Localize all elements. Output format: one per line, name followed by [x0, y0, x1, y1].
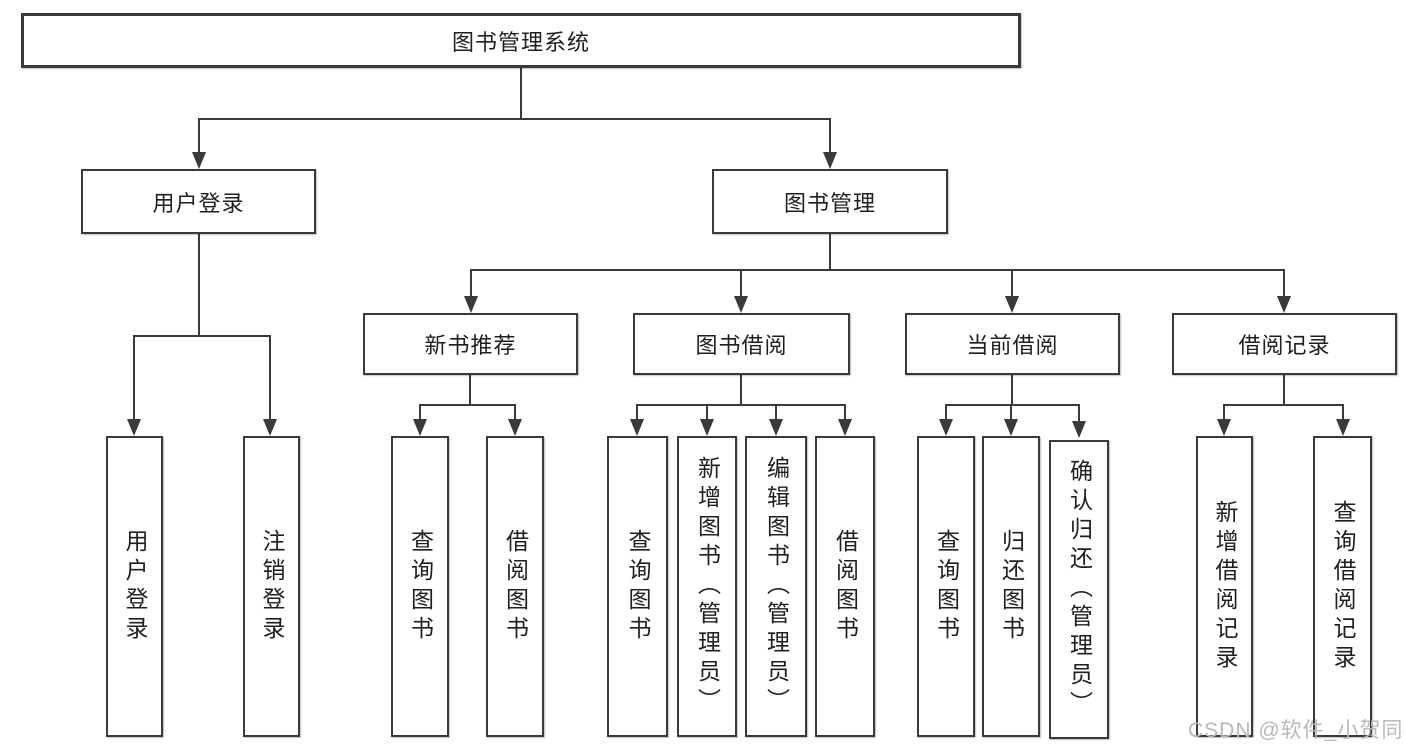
arrowhead-c3 — [1072, 421, 1086, 438]
leaf-return-books-label: 归还图书 — [998, 528, 1025, 645]
connector-book-borrowing-rail — [636, 404, 846, 406]
arrowhead-c2 — [1004, 419, 1018, 436]
connector-level2-rail — [198, 118, 831, 120]
node-root-library-management-system: 图书管理系统 — [21, 13, 1021, 68]
leaf-query-books-recommend-label: 查询图书 — [407, 528, 434, 645]
connector-drop-user-login — [198, 118, 200, 154]
arrowhead-borrowing-records — [1277, 296, 1291, 313]
arrowhead-new-book — [464, 296, 478, 313]
connector-drop-d1 — [1223, 404, 1225, 421]
leaf-borrow-books-recommend: 借阅图书 — [486, 436, 544, 737]
leaf-borrow-books-borrowing-label: 借阅图书 — [832, 528, 859, 645]
node-new-book-recommendation: 新书推荐 — [363, 313, 578, 375]
arrowhead-user-login — [192, 152, 206, 169]
node-book-borrowing: 图书借阅 — [633, 313, 850, 375]
arrowhead-a2 — [508, 419, 522, 436]
arrowhead-leaf-user-login — [127, 419, 141, 436]
leaf-user-login: 用户登录 — [106, 436, 163, 737]
connector-drop-book-borrowing — [740, 269, 742, 299]
connector-drop-c1 — [945, 404, 947, 421]
connector-current-borrowing-stem — [1011, 375, 1013, 406]
arrowhead-current-borrowing — [1005, 296, 1019, 313]
node-user-login: 用户登录 — [81, 169, 316, 234]
arrowhead-c1 — [939, 419, 953, 436]
leaf-query-borrow-record: 查询借阅记录 — [1313, 436, 1372, 737]
connector-new-book-stem — [469, 375, 471, 406]
node-current-borrowing: 当前借阅 — [905, 313, 1120, 375]
connector-drop-b2 — [706, 404, 708, 421]
connector-drop-leaf-user-login — [133, 335, 135, 421]
connector-drop-borrowing-records — [1283, 269, 1285, 299]
leaf-query-borrow-record-label: 查询借阅记录 — [1330, 499, 1356, 674]
leaf-add-borrow-record-label: 新增借阅记录 — [1212, 499, 1238, 674]
arrowhead-b4 — [838, 419, 852, 436]
leaf-user-login-label: 用户登录 — [122, 528, 148, 645]
leaf-logout: 注销登录 — [243, 436, 300, 737]
arrowhead-book-management — [823, 152, 837, 169]
node-book-management: 图书管理 — [712, 169, 948, 234]
connector-drop-c2 — [1010, 404, 1012, 421]
arrowhead-d2 — [1336, 419, 1350, 436]
arrowhead-b3 — [769, 419, 783, 436]
connector-user-login-stem — [198, 234, 200, 337]
arrowhead-b2 — [700, 419, 714, 436]
leaf-add-borrow-record: 新增借阅记录 — [1196, 436, 1253, 737]
leaf-query-books-recommend: 查询图书 — [391, 436, 449, 737]
connector-new-book-rail — [419, 404, 516, 406]
leaf-query-books-borrowing-label: 查询图书 — [625, 528, 651, 645]
connector-book-management-stem — [829, 234, 831, 271]
leaf-add-books-admin-label: 新增图书（管理员） — [694, 456, 721, 717]
connector-drop-b4 — [844, 404, 846, 421]
leaf-logout-label: 注销登录 — [259, 528, 285, 645]
arrowhead-a1 — [413, 419, 427, 436]
connector-book-borrowing-stem — [740, 375, 742, 406]
leaf-edit-books-admin-label: 编辑图书（管理员） — [763, 456, 790, 717]
connector-borrowing-records-stem — [1283, 375, 1285, 406]
leaf-confirm-return-admin-label: 确认归还（管理员） — [1066, 459, 1093, 720]
arrowhead-book-borrowing — [734, 296, 748, 313]
leaf-add-books-admin: 新增图书（管理员） — [677, 436, 737, 737]
arrowhead-d1 — [1217, 419, 1231, 436]
connector-current-borrowing-rail — [945, 404, 1080, 406]
leaf-borrow-books-recommend-label: 借阅图书 — [502, 528, 529, 645]
connector-drop-new-book — [470, 269, 472, 299]
connector-borrowing-records-rail — [1223, 404, 1343, 406]
connector-level3-rail — [470, 269, 1285, 271]
connector-drop-leaf-logout — [269, 335, 271, 421]
connector-drop-a2 — [514, 404, 516, 421]
connector-drop-c3 — [1078, 404, 1080, 421]
connector-drop-d2 — [1342, 404, 1344, 421]
leaf-query-books-borrowing: 查询图书 — [607, 436, 668, 737]
connector-root-stem — [520, 66, 522, 120]
connector-drop-current-borrowing — [1011, 269, 1013, 299]
connector-drop-b1 — [636, 404, 638, 421]
connector-drop-book-management — [829, 118, 831, 154]
connector-drop-a1 — [419, 404, 421, 421]
leaf-borrow-books-borrowing: 借阅图书 — [815, 436, 875, 737]
connector-drop-b3 — [775, 404, 777, 421]
node-borrowing-records: 借阅记录 — [1172, 313, 1397, 375]
arrowhead-leaf-logout — [263, 419, 277, 436]
leaf-query-books-current-label: 查询图书 — [933, 528, 960, 645]
leaf-confirm-return-admin: 确认归还（管理员） — [1049, 440, 1109, 739]
connector-user-login-rail — [133, 335, 271, 337]
leaf-return-books: 归还图书 — [982, 436, 1040, 737]
arrowhead-b1 — [630, 419, 644, 436]
csdn-watermark: CSDN @软件_小贺同学 — [1188, 719, 1405, 742]
leaf-query-books-current: 查询图书 — [917, 436, 975, 737]
leaf-edit-books-admin: 编辑图书（管理员） — [745, 436, 807, 737]
